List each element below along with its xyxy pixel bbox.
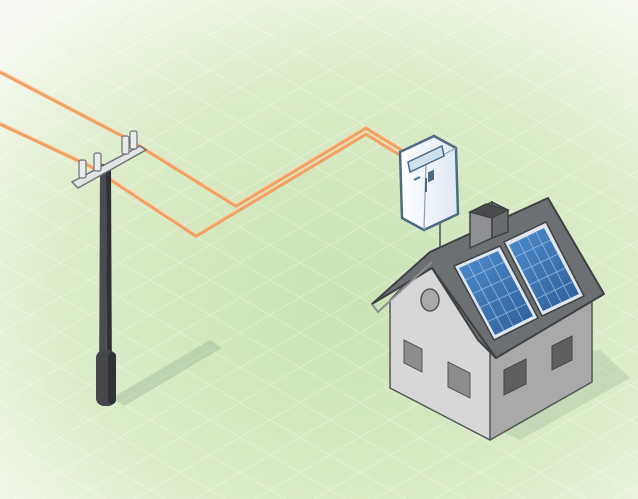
insulator-icon xyxy=(78,130,138,179)
pole-shadow xyxy=(112,340,222,406)
power-line-lower xyxy=(0,122,406,238)
house-window xyxy=(503,358,527,396)
chimney xyxy=(467,200,511,250)
house xyxy=(371,197,605,441)
house-window xyxy=(447,361,471,399)
meter-display xyxy=(407,144,445,174)
power-line-upper xyxy=(0,70,406,208)
pole-crossarm xyxy=(70,145,148,189)
electric-meter xyxy=(398,134,460,232)
house-window xyxy=(403,339,423,373)
utility-pole xyxy=(70,130,148,406)
solar-panel xyxy=(502,221,586,317)
solar-panel xyxy=(452,245,540,341)
house-window xyxy=(551,335,573,371)
gable-vent xyxy=(420,288,440,312)
power-lines xyxy=(0,69,406,238)
